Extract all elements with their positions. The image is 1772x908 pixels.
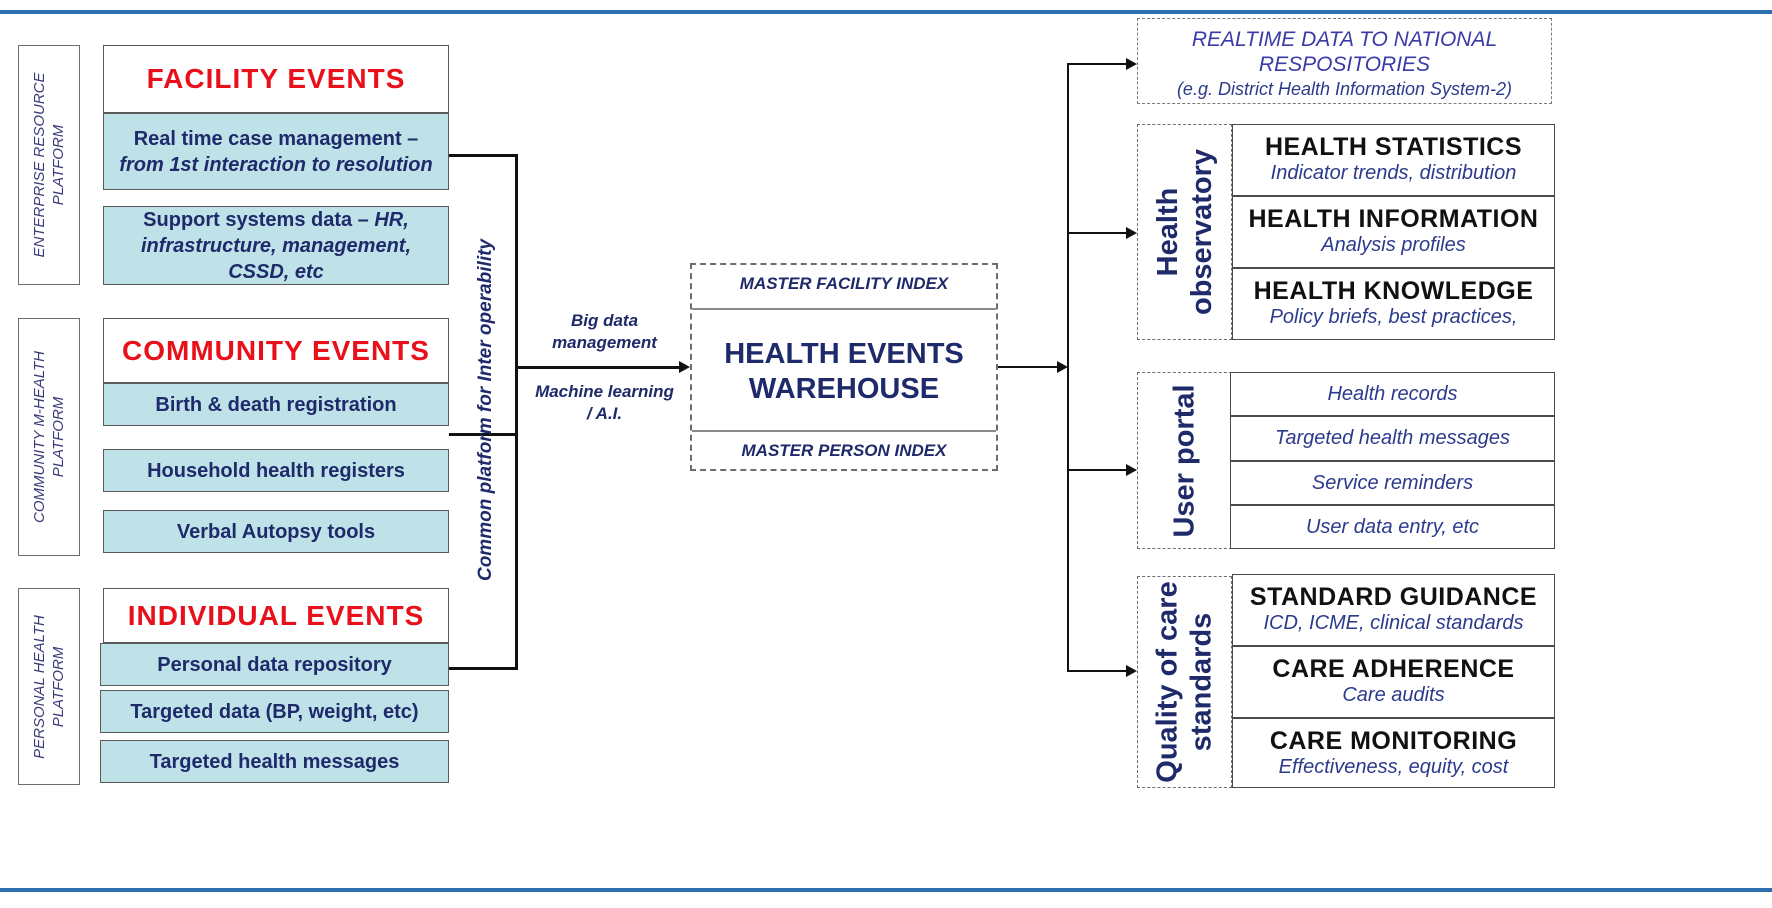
portal-item: User data entry, etc (1230, 505, 1555, 549)
health-observatory-group (1137, 124, 1232, 340)
support-systems-item: Support systems data – HR, infrastructur… (103, 206, 449, 285)
interop-label: Common platform for Inter operability (475, 238, 496, 582)
arrow-head (1057, 361, 1068, 373)
health-information-box: HEALTH INFORMATION Analysis profiles (1232, 196, 1555, 268)
arrow-head (1126, 58, 1137, 70)
quality-of-care-group (1137, 576, 1232, 788)
bottom-rule (0, 888, 1772, 892)
individual-item: Targeted data (BP, weight, etc) (100, 690, 449, 733)
care-adherence-box: CARE ADHERENCE Care audits (1232, 646, 1555, 718)
connector-line (1067, 63, 1127, 65)
connector-line (1067, 232, 1127, 234)
warehouse-title: HEALTH EVENTS WAREHOUSE (724, 338, 964, 405)
community-platform-label: COMMUNITY M-HEALTH PLATFORM (18, 318, 80, 556)
divider (692, 308, 996, 310)
individual-events-header: INDIVIDUAL EVENTS (103, 588, 449, 643)
health-knowledge-box: HEALTH KNOWLEDGE Policy briefs, best pra… (1232, 268, 1555, 340)
portal-item: Service reminders (1230, 461, 1555, 505)
connector-line (449, 154, 517, 157)
connector-line (1067, 670, 1127, 672)
portal-item: Health records (1230, 372, 1555, 416)
big-data-label: Big data management (552, 311, 657, 352)
individual-item: Personal data repository (100, 643, 449, 686)
connector-line (998, 366, 1058, 368)
community-item: Birth & death registration (103, 383, 449, 426)
divider (692, 430, 996, 432)
arrow-head (679, 361, 690, 373)
community-events-header: COMMUNITY EVENTS (103, 318, 449, 383)
national-repositories-box: REALTIME DATA TO NATIONAL RESPOSITORIES … (1137, 18, 1552, 104)
user-portal-label: User portal (1168, 383, 1201, 538)
portal-item: Targeted health messages (1230, 416, 1555, 461)
connector-line (515, 366, 679, 369)
health-observatory-label: Health observatory (1151, 148, 1218, 316)
arrow-head (1126, 665, 1137, 677)
individual-item: Targeted health messages (100, 740, 449, 783)
personal-platform-label: PERSONAL HEALTH PLATFORM (18, 588, 80, 785)
connector-line (1067, 63, 1069, 672)
connector-line (1067, 469, 1127, 471)
arrow-head (1126, 464, 1137, 476)
care-monitoring-box: CARE MONITORING Effectiveness, equity, c… (1232, 718, 1555, 788)
top-rule (0, 10, 1772, 14)
master-person-index: MASTER PERSON INDEX (741, 441, 947, 460)
arrow-head (1126, 227, 1137, 239)
quality-of-care-label: Quality of care standards (1151, 581, 1218, 783)
connector-line (515, 154, 518, 670)
case-management-item: Real time case management – from 1st int… (103, 113, 449, 190)
facility-events-header: FACILITY EVENTS (103, 45, 449, 113)
standard-guidance-box: STANDARD GUIDANCE ICD, ICME, clinical st… (1232, 574, 1555, 646)
connector-line (449, 433, 517, 436)
enterprise-platform-label: ENTERPRISE RESOURCE PLATFORM (18, 45, 80, 285)
warehouse-box: MASTER FACILITY INDEX HEALTH EVENTS WARE… (690, 263, 998, 471)
machine-learning-label: Machine learning / A.I. (535, 382, 674, 423)
health-statistics-box: HEALTH STATISTICS Indicator trends, dist… (1232, 124, 1555, 196)
connector-line (449, 667, 517, 670)
user-portal-group (1137, 372, 1232, 549)
community-item: Household health registers (103, 449, 449, 492)
master-facility-index: MASTER FACILITY INDEX (739, 274, 949, 293)
community-item: Verbal Autopsy tools (103, 510, 449, 553)
